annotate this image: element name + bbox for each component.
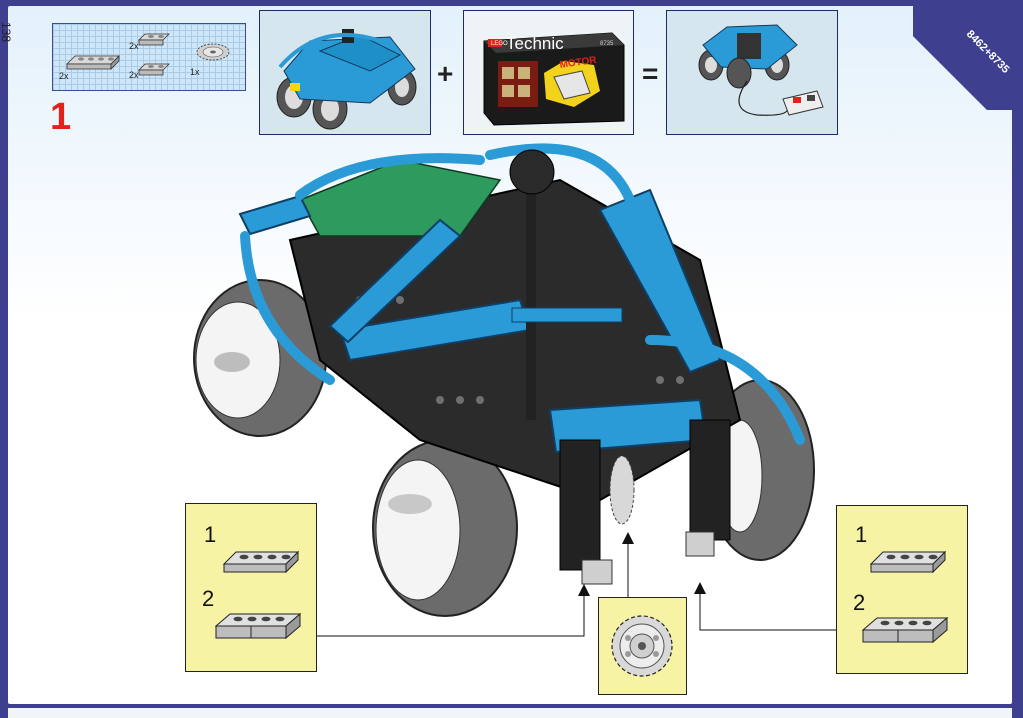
- equals-sign: =: [642, 58, 659, 89]
- sub-step-number: 2: [853, 590, 866, 615]
- box-brand-text: LEGO: [491, 41, 508, 47]
- plate-1x2-icon: [138, 33, 170, 46]
- parts-qty: 2x: [129, 41, 139, 51]
- model-before-frame: [259, 10, 431, 135]
- box-number-text: 8735: [600, 41, 614, 47]
- gear-callout: [598, 597, 687, 695]
- sub-assembly-callout-left: 1 2: [185, 503, 317, 672]
- parts-qty: 2x: [129, 70, 139, 80]
- model-after-frame: [666, 10, 838, 135]
- step-number: 1: [50, 96, 72, 138]
- parts-list-box: 2x 2x 2x 1x: [52, 23, 246, 91]
- sub-step-number: 2: [202, 586, 215, 611]
- sub-step-number: 1: [204, 522, 217, 547]
- plate-assembly-illustration: [861, 550, 949, 644]
- plate-1x2-icon: [138, 63, 170, 76]
- gear-24-icon: [196, 43, 230, 61]
- plus-sign: +: [437, 58, 454, 89]
- box-title-text: Technic: [506, 34, 564, 53]
- page-number: 138: [0, 22, 13, 43]
- parts-illustration: [66, 33, 230, 76]
- motorized-car-illustration: [667, 11, 837, 134]
- motor-box-frame: LEGO Technic 8735 MOTOR: [463, 10, 634, 135]
- gear-24-icon: [611, 615, 673, 677]
- plate-1x4-icon: [66, 55, 120, 70]
- next-page-edge: [8, 708, 1012, 718]
- car-model-illustration: [260, 11, 430, 134]
- kit-number-badge: 8462+8735: [913, 0, 1023, 110]
- parts-qty: 2x: [59, 71, 69, 81]
- sub-step-number: 1: [855, 522, 868, 547]
- box-subtitle-text: MOTOR: [559, 55, 598, 71]
- parts-qty: 1x: [190, 67, 200, 77]
- motor-set-box-illustration: LEGO Technic 8735 MOTOR: [464, 11, 633, 134]
- sub-assembly-callout-right: 1 2: [836, 505, 968, 674]
- plate-assembly-illustration: [214, 550, 302, 640]
